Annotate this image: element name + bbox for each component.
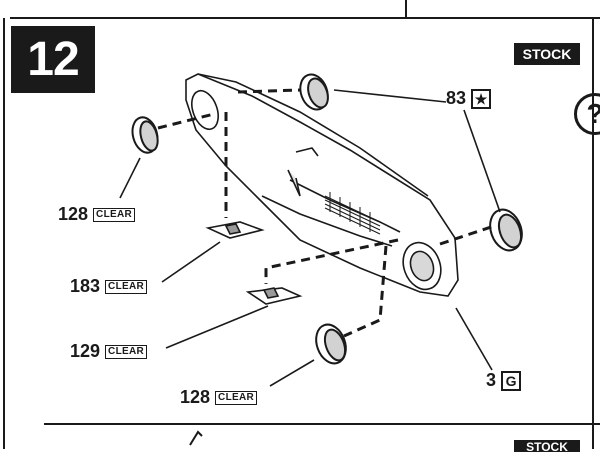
callout-183: 183 CLEAR (70, 276, 147, 297)
clear-tag: CLEAR (215, 390, 257, 405)
lens-83 (299, 73, 329, 111)
callout-129-number: 129 (70, 341, 101, 361)
color-code-g-box: G (501, 370, 522, 391)
callout-83: 83 ★ (446, 88, 492, 109)
lens-3-right (489, 208, 523, 252)
stock-badge-next-step: STOCK (514, 440, 580, 452)
clear-pieces (205, 221, 303, 305)
lens-parts (131, 73, 523, 365)
help-question-icon: ? (574, 93, 600, 135)
callout-129: 129 CLEAR (70, 341, 147, 362)
callout-128-top-number: 128 (58, 204, 89, 224)
lens-128-top (131, 116, 159, 154)
assembly-guides (157, 88, 495, 338)
grille-detail (324, 192, 381, 235)
step-number-badge: 12 (11, 26, 95, 93)
star-icon: ★ (471, 88, 492, 109)
clear-tag: CLEAR (105, 344, 147, 359)
callout-183-number: 183 (70, 276, 101, 296)
stock-badge: STOCK (514, 43, 580, 65)
clear-tag: CLEAR (105, 279, 147, 294)
callout-128-bottom: 128 CLEAR (180, 387, 257, 408)
clear-tag: CLEAR (93, 207, 135, 222)
callout-83-number: 83 (446, 88, 467, 108)
callout-3: 3 G (486, 370, 522, 391)
next-step-partial-drawing (189, 430, 203, 446)
lens-128-bottom (315, 323, 347, 365)
callout-128-top: 128 CLEAR (58, 204, 135, 225)
callout-128-bottom-number: 128 (180, 387, 211, 407)
callout-3-number: 3 (486, 370, 497, 390)
leader-lines (119, 89, 501, 387)
